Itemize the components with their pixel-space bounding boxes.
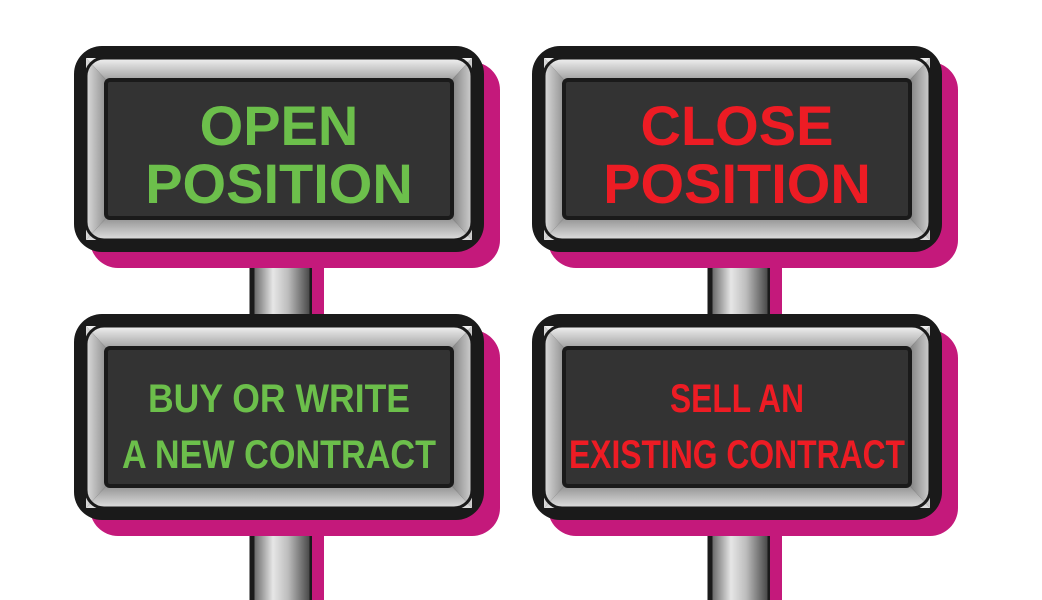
sign-panel [104, 78, 454, 220]
open-position-line2: POSITION [145, 152, 413, 215]
sign-panel [562, 78, 912, 220]
close-position-sign: CLOSE POSITION [532, 46, 958, 268]
buy-or-write-sign: BUY OR WRITE A NEW CONTRACT [74, 314, 500, 536]
sell-existing-line2: EXISTING CONTRACT [569, 433, 905, 477]
buy-or-write-line1: BUY OR WRITE [148, 377, 410, 421]
buy-or-write-line2: A NEW CONTRACT [122, 433, 436, 477]
left-signpost-pole [249, 253, 324, 600]
sell-existing-sign: SELL AN EXISTING CONTRACT [532, 314, 958, 536]
sign-panel [104, 346, 454, 488]
open-position-sign: OPEN POSITION [74, 46, 500, 268]
close-position-line2: POSITION [603, 152, 871, 215]
close-position-line1: CLOSE [641, 94, 834, 157]
sign-panel [562, 346, 912, 488]
sell-existing-line1: SELL AN [670, 377, 804, 421]
open-position-line1: OPEN [200, 94, 359, 157]
